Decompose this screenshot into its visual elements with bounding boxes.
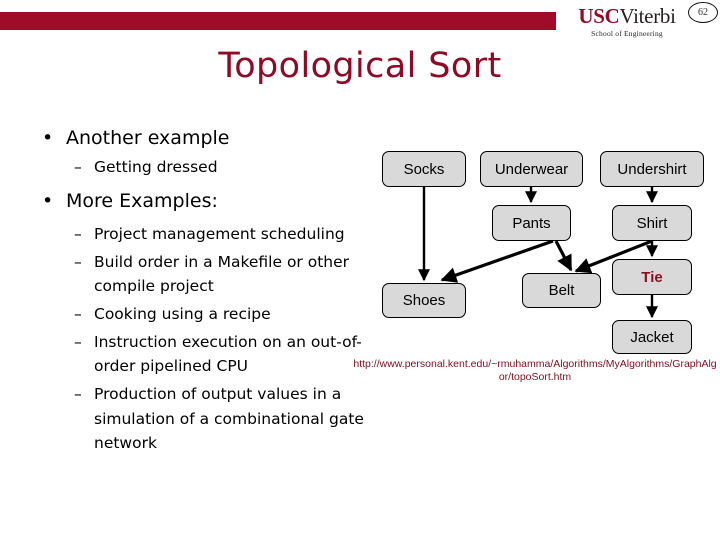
dash-icon: – [74, 333, 82, 352]
list-item-text: Build order in a Makefile or other compi… [94, 253, 350, 296]
bullet-list: • Another example – Getting dressed • Mo… [30, 126, 380, 455]
graph-node-shirt[interactable]: Shirt [612, 205, 692, 241]
header-accent-bar [0, 12, 556, 30]
list-item-level1: • More Examples: [30, 189, 380, 214]
dash-icon: – [74, 225, 82, 244]
graph-node-belt[interactable]: Belt [522, 273, 601, 308]
list-item-text: Production of output values in a simulat… [94, 385, 364, 452]
dependency-graph: Socks Underwear Undershirt Pants Shirt B… [370, 140, 720, 370]
list-item-level2: – Project management scheduling [30, 222, 380, 246]
list-item-level2: – Cooking using a recipe [30, 302, 380, 326]
usc-viterbi-logo: USCViterbi School of Engineering [566, 6, 688, 44]
logo-wordmark: USCViterbi [566, 6, 688, 27]
slide-number-badge: 62 [688, 2, 718, 23]
list-item-level1: • Another example [30, 126, 380, 151]
list-item-text: Project management scheduling [94, 225, 345, 244]
edge-shirt-belt [574, 239, 653, 274]
dash-icon: – [74, 305, 82, 324]
list-item-text: Another example [66, 127, 230, 149]
edge-pants-shoes [440, 239, 554, 283]
source-url-link[interactable]: http://www.personal.kent.edu/~rmuhamma/A… [353, 358, 717, 383]
dash-icon: – [74, 157, 82, 176]
dash-icon: – [74, 253, 82, 272]
graph-node-tie[interactable]: Tie [612, 259, 692, 295]
page-title: Topological Sort [218, 46, 502, 86]
logo-viterbi-text: Viterbi [619, 4, 676, 28]
logo-usc-text: USC [578, 4, 620, 28]
bullet-icon: • [42, 189, 54, 212]
logo-subtitle: School of Engineering [591, 29, 663, 38]
list-item-text: More Examples: [66, 189, 218, 212]
dash-icon: – [74, 385, 82, 404]
list-item-text: Instruction execution on an out-of-order… [94, 333, 362, 376]
graph-node-socks[interactable]: Socks [382, 151, 466, 187]
list-item-level2: – Build order in a Makefile or other com… [30, 250, 380, 298]
graph-node-pants[interactable]: Pants [492, 205, 571, 241]
list-item-level2: – Instruction execution on an out-of-ord… [30, 330, 380, 378]
bullet-icon: • [42, 127, 54, 149]
list-item-level2: – Production of output values in a simul… [30, 382, 380, 454]
graph-edges [418, 187, 658, 319]
graph-node-shoes[interactable]: Shoes [382, 283, 466, 318]
list-item-level2: – Getting dressed [30, 155, 380, 179]
list-item-text: Cooking using a recipe [94, 305, 271, 324]
graph-node-underwear[interactable]: Underwear [480, 151, 583, 187]
graph-node-undershirt[interactable]: Undershirt [600, 151, 704, 187]
edge-pants-belt [554, 240, 573, 272]
list-item-text: Getting dressed [94, 157, 218, 176]
graph-node-jacket[interactable]: Jacket [612, 320, 692, 354]
